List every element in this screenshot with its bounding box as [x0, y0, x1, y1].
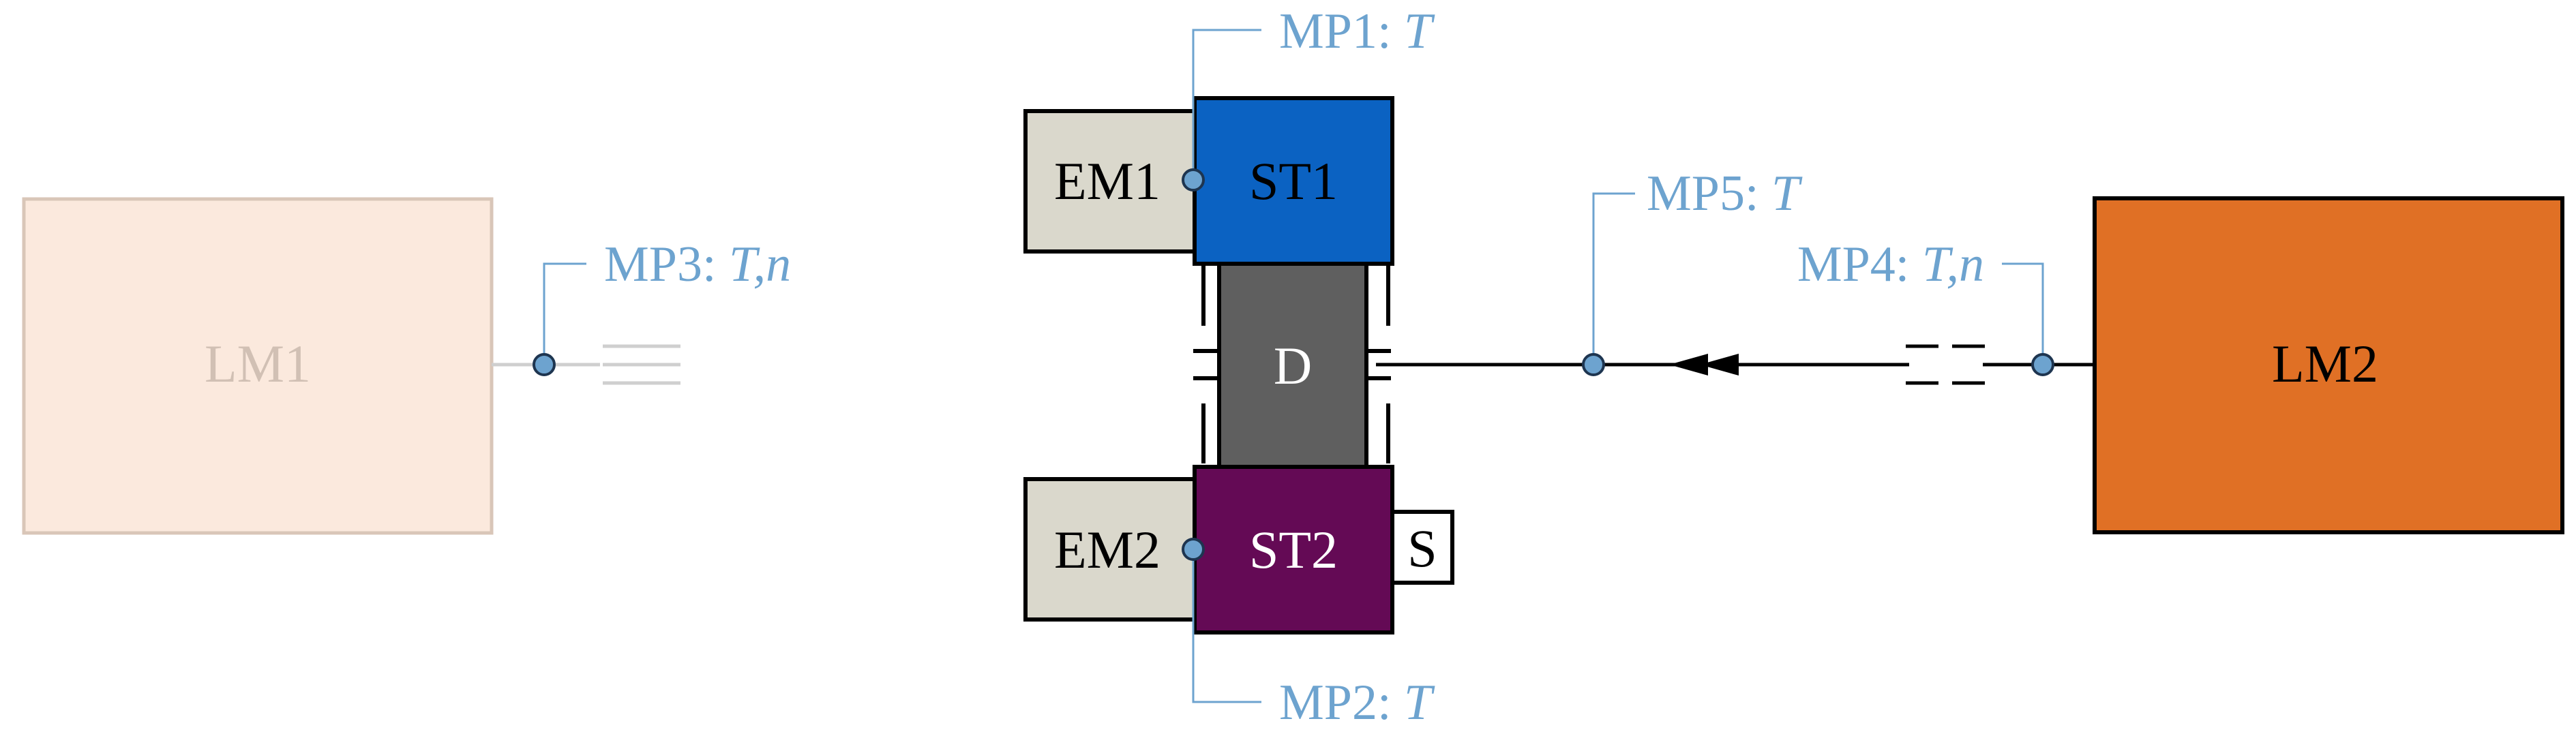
s-block — [1390, 510, 1454, 585]
mp1-label: MP1: T — [1279, 3, 1435, 59]
em2-label: EM2 — [1054, 520, 1160, 579]
em2-group: EM2 — [1023, 477, 1197, 622]
st2-group: ST2 — [1193, 465, 1394, 634]
s-label: S — [1407, 519, 1437, 578]
mp-dots — [533, 168, 2054, 561]
direction-arrow-head-1-icon — [1669, 354, 1708, 376]
lm2-block — [2093, 196, 2564, 534]
mp3-point-icon — [533, 353, 556, 376]
mp5-leader — [1592, 192, 1635, 365]
mp4-point-icon — [2031, 353, 2054, 376]
mp5-label: MP5: T — [1647, 166, 1803, 221]
mp2-label: MP2: T — [1279, 675, 1435, 731]
mp2-leader — [1192, 552, 1261, 703]
mp-leaders — [543, 29, 2044, 703]
lm1-group: LM1 — [22, 197, 680, 535]
st1-block — [1193, 96, 1394, 266]
st1-label: ST1 — [1249, 151, 1338, 211]
mp2-point-icon — [1182, 538, 1205, 561]
mp4-label: MP4: T,n — [1797, 236, 1984, 292]
lm2-label: LM2 — [2272, 334, 2378, 393]
mp5-point-icon — [1582, 353, 1605, 376]
st2-label: ST2 — [1249, 520, 1338, 579]
d-block — [1217, 262, 1368, 469]
mp3-label: MP3: T,n — [604, 236, 791, 292]
lm1-block — [22, 197, 494, 535]
em1-block — [1023, 109, 1197, 254]
lm1-label: LM1 — [205, 334, 311, 393]
mp3-leader — [543, 262, 586, 365]
main-shaft — [1376, 344, 2095, 385]
mp4-leader — [2002, 262, 2044, 365]
d-group: D — [1217, 262, 1368, 469]
d-label: D — [1274, 336, 1312, 395]
direction-arrow-head-2-icon — [1700, 354, 1739, 376]
s-group: S — [1390, 510, 1454, 585]
em1-group: EM1 — [1023, 109, 1197, 254]
mp1-leader — [1192, 29, 1261, 180]
em1-label: EM1 — [1054, 151, 1160, 211]
mp1-point-icon — [1182, 168, 1205, 192]
lm2-group: LM2 — [2093, 196, 2564, 534]
st1-group: ST1 — [1193, 96, 1394, 266]
